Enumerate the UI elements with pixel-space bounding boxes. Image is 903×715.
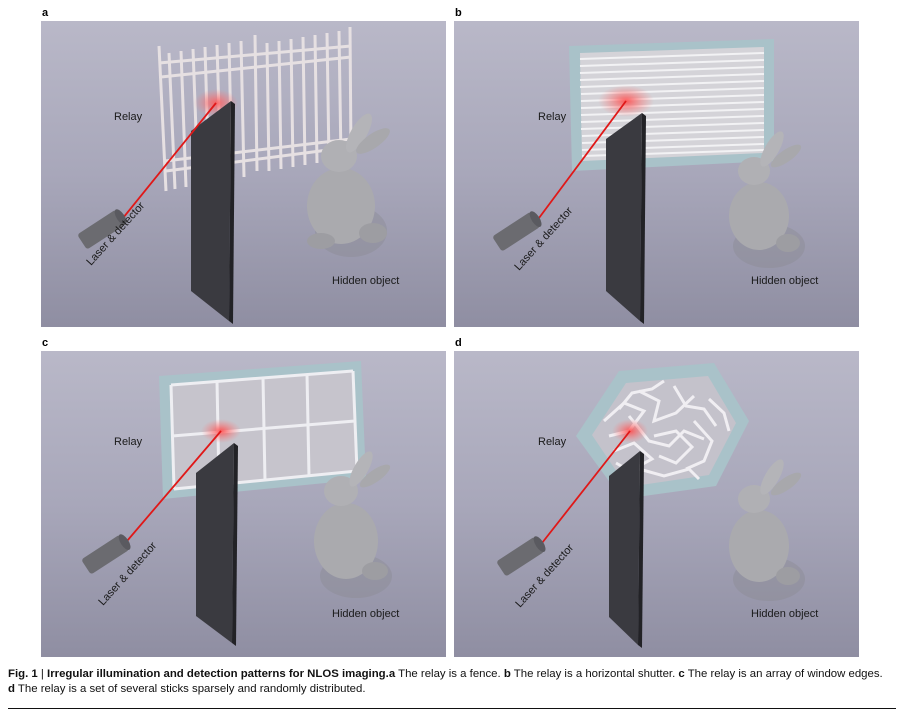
scene-b: Relay Laser & detector Hidden object [454, 21, 859, 327]
caption-rule [8, 708, 896, 709]
laser-detector-device [497, 536, 546, 576]
fence-relay [157, 26, 353, 192]
panel-letter-d: d [455, 337, 462, 349]
object-label: Hidden object [751, 608, 818, 620]
laser-beam [538, 100, 627, 219]
figure-caption: Fig. 1 | Irregular illumination and dete… [8, 667, 898, 697]
laser-detector-device [493, 211, 542, 251]
caption-text-d: The relay is a set of several sticks spa… [14, 683, 366, 695]
laser-detector-device [78, 209, 127, 249]
hidden-object-bunny [729, 459, 805, 601]
laser-beam [122, 102, 217, 219]
relay-label: Relay [114, 111, 143, 123]
scene-c: Relay Laser & detector Hidden object [41, 351, 446, 657]
scene-d: Relay Laser & detector Hidden object [454, 351, 859, 657]
panel-a: Relay Laser & detector Hidden object [41, 21, 446, 327]
relay-label: Relay [538, 111, 567, 123]
occluding-wall [609, 451, 640, 645]
caption-text-a: The relay is a fence. [395, 668, 504, 680]
object-label: Hidden object [332, 275, 399, 287]
sticks-relay [576, 363, 749, 499]
object-label: Hidden object [332, 608, 399, 620]
laser-beam [541, 430, 631, 544]
caption-text-c: The relay is an array of window edges. [684, 668, 883, 680]
caption-text-b: The relay is a horizontal shutter. [510, 668, 679, 680]
hidden-object-bunny [314, 451, 392, 598]
figure-number: Fig. 1 [8, 668, 38, 680]
panel-b: Relay Laser & detector Hidden object [454, 21, 859, 327]
caption-letter-d: d [8, 683, 15, 695]
panel-d: Relay Laser & detector Hidden object [454, 351, 859, 657]
caption-letter-c: c [678, 668, 685, 680]
hidden-object-bunny [307, 113, 390, 257]
panel-c: Relay Laser & detector Hidden object [41, 351, 446, 657]
caption-title: Irregular illumination and detection pat… [47, 668, 389, 680]
occluding-wall [191, 101, 231, 321]
hidden-object-bunny [729, 131, 805, 268]
panel-letter-b: b [455, 7, 462, 19]
relay-label: Relay [114, 436, 143, 448]
laser-beam [126, 430, 222, 542]
panel-letter-c: c [42, 337, 49, 349]
occluding-wall [606, 113, 642, 321]
relay-label: Relay [538, 436, 567, 448]
object-label: Hidden object [751, 275, 818, 287]
panel-letter-a: a [42, 7, 49, 19]
caption-letter-a: a [388, 668, 396, 680]
scene-a: Relay Laser & detector Hidden object [41, 21, 446, 327]
caption-separator: | [37, 668, 48, 680]
occluding-wall [196, 443, 234, 643]
laser-detector-device [82, 534, 131, 574]
caption-letter-b: b [503, 668, 511, 680]
